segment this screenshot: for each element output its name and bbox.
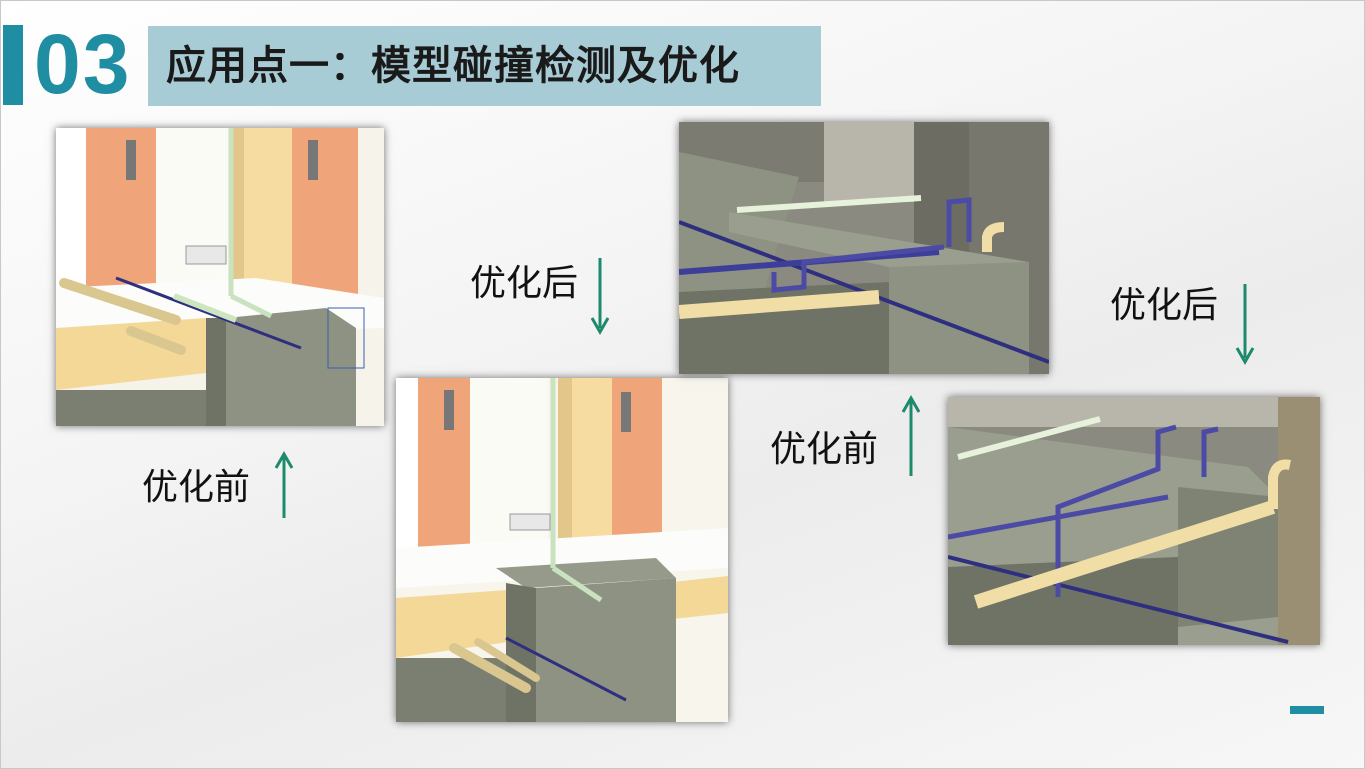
slide-title: 应用点一：模型碰撞检测及优化 [166, 43, 740, 89]
model-image-before-2 [948, 397, 1320, 645]
model-image-after-1 [396, 378, 728, 722]
model-image-before-1 [56, 128, 384, 426]
arrow-up-icon [274, 450, 294, 518]
arrow-up-icon [901, 394, 921, 476]
label-after-middle: 优化后 [470, 263, 579, 304]
section-number: 03 [34, 17, 132, 111]
model-image-after-2 [679, 122, 1049, 374]
label-after-right: 优化后 [1110, 285, 1219, 326]
title-banner [148, 26, 821, 106]
label-before-right: 优化前 [770, 429, 879, 470]
footer-accent-bar [1290, 706, 1324, 714]
label-before-left: 优化前 [142, 467, 251, 508]
section-accent-bar [3, 25, 23, 105]
arrow-down-icon [590, 258, 610, 336]
arrow-down-icon [1235, 284, 1255, 366]
